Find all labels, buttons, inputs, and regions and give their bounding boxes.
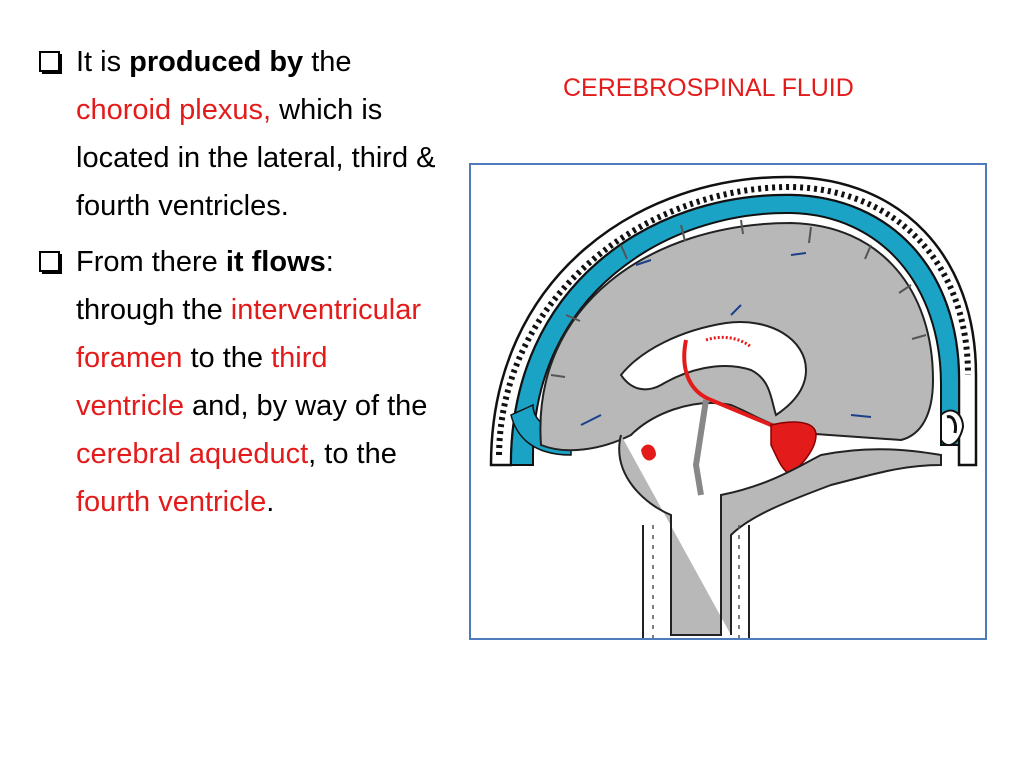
bullet-1-part-3: the: [303, 46, 352, 78]
bullet-2-part-2: it flows: [225, 246, 326, 278]
bullet-1-part-2: produced by: [129, 46, 304, 78]
bullet-1-part-4: choroid plexus,: [76, 94, 272, 126]
bullet-2-part-1: From there: [76, 246, 226, 278]
hollow-checkbox-icon: [39, 51, 62, 74]
brain-figure-frame: [469, 163, 987, 640]
bullet-2-part-3: : through the: [76, 246, 334, 326]
brain-sagittal-section-icon: [489, 175, 978, 638]
bullet-2-part-10: fourth ventricle: [76, 486, 267, 518]
bullet-2: From there it flows: through the interve…: [36, 238, 436, 526]
bullet-1-part-5: which is located in the lateral, third &…: [76, 94, 436, 222]
bullet-2-part-4: interventricular foramen: [76, 294, 421, 374]
bullet-2-part-7: and, by way of the: [184, 390, 428, 422]
bullet-2-part-11: .: [266, 486, 275, 518]
bullet-2-part-5: to the: [182, 342, 272, 374]
bullet-1-part-1: It is: [76, 46, 130, 78]
bullet-1: It is produced by the choroid plexus, wh…: [36, 38, 436, 230]
hollow-checkbox-icon: [39, 251, 62, 274]
bullet-2-part-9: , to the: [308, 438, 397, 470]
bullet-list: It is produced by the choroid plexus, wh…: [36, 38, 436, 534]
slide-title: CEREBROSPINAL FLUID: [563, 74, 854, 102]
bullet-2-part-6: third ventricle: [76, 342, 328, 422]
bullet-2-part-8: cerebral aqueduct: [76, 438, 309, 470]
